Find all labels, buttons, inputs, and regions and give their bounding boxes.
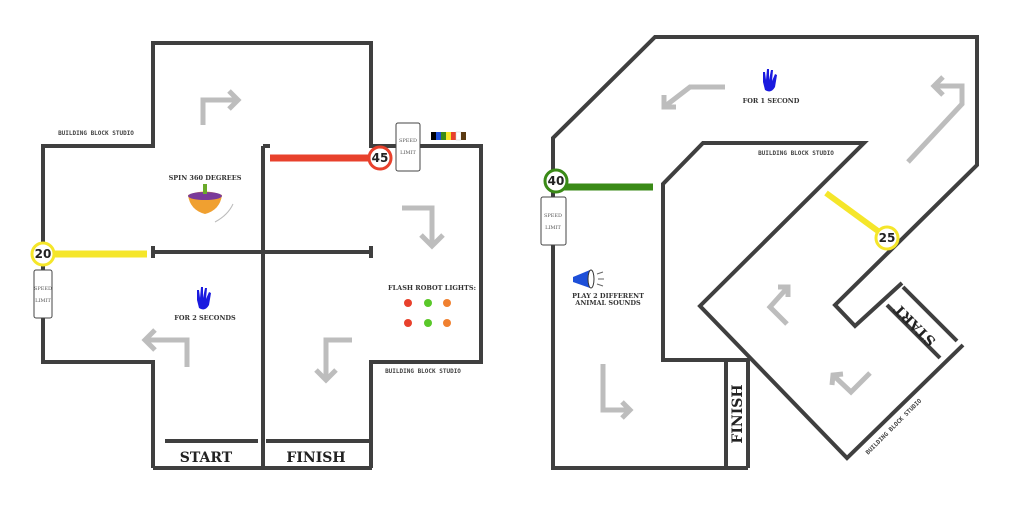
speed-limit-value: 45 [372,151,389,165]
limit-label: LIMIT [545,225,561,231]
stop-instruction: FOR 1 SECOND [743,97,800,105]
sounds-instruction-line2: ANIMAL SOUNDS [574,299,641,307]
stop-instruction: FOR 2 SECONDS [174,314,236,322]
turn-left-arrow-icon [829,371,872,396]
right-track: FINISH START 40 SPEED LIMIT 25 FOR 1 SEC… [540,35,979,470]
up-arrow-icon [906,75,965,164]
limit-label: LIMIT [400,150,416,156]
speed-label: SPEED [544,213,562,219]
logo: BUILDING BLOCK STUDIO [758,150,834,157]
speed-limit-board [395,122,421,172]
sounds-instruction-line1: PLAY 2 DIFFERENT [572,292,644,300]
turn-right-arrow-icon [600,364,634,420]
turn-up-arrow-icon [766,284,791,326]
speed-limit-board [540,196,567,246]
speed-limit-sign-25 [874,225,900,251]
speed-limit-sign-40 [543,168,569,194]
turn-down-arrow-icon [314,337,352,384]
logo: BUILDING BLOCK STUDIO [58,130,134,137]
logo: BUILDING BLOCK STUDIO [865,397,924,456]
right-outer-wall [551,35,979,470]
left-outer-wall [41,41,483,468]
speed-limit-sign-45 [367,145,393,171]
color-code-strip [431,131,466,141]
right-start-label: START [891,300,940,349]
logo: BUILDING BLOCK STUDIO [385,368,461,375]
lights-instruction: FLASH ROBOT LIGHTS: [388,284,476,292]
left-start-label: START [180,450,233,466]
turn-down-arrow-icon [402,205,445,250]
speed-zone-line-25 [824,190,884,237]
robot-lights-icon [404,299,451,327]
spinning-top-icon [188,184,234,223]
turn-right-arrow-icon [200,89,242,125]
right-start-line [901,285,959,343]
speed-label: SPEED [399,138,417,144]
left-track: START FINISH 20 SPEED LIMIT 45 SPEED LIM… [30,41,483,470]
left-finish-label: FINISH [286,450,345,466]
speed-limit-value: 40 [548,174,565,188]
turn-left-arrow-icon [141,328,190,367]
limit-label: LIMIT [35,298,51,304]
speed-limit-value: 20 [35,247,52,261]
spin-instruction: SPIN 360 DEGREES [169,174,242,182]
megaphone-icon [573,269,604,289]
stop-hand-icon [197,287,211,310]
speed-limit-sign-20 [30,241,56,267]
right-finish-label: FINISH [730,384,746,443]
speed-label: SPEED [34,286,52,292]
speed-limit-board [33,269,53,319]
speed-limit-value: 25 [879,231,896,245]
turn-left-arrow-icon [661,84,725,110]
stop-hand-icon [763,69,777,92]
right-outer-wall-lower [661,141,965,468]
